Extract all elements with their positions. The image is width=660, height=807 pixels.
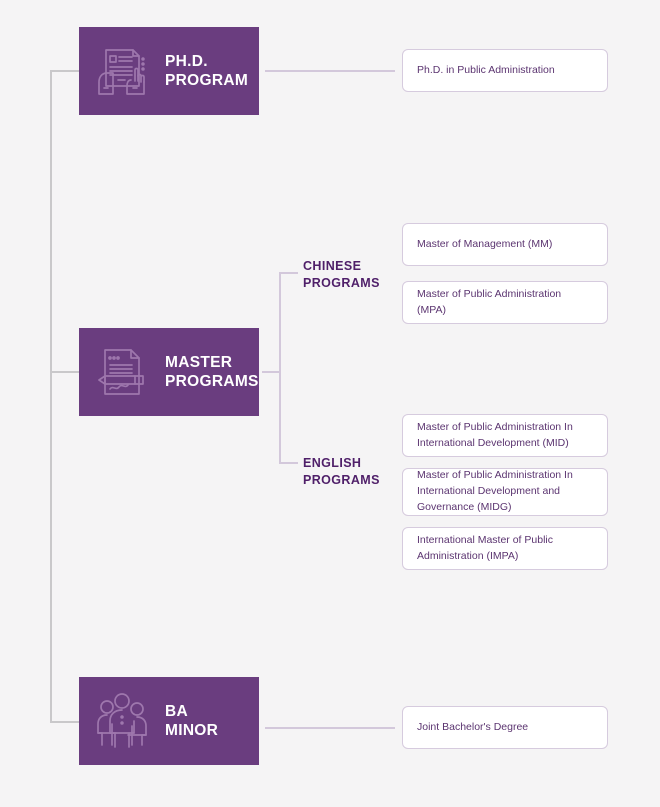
trunk-stub-master: [50, 371, 80, 373]
phd-program-block[interactable]: PH.D. PROGRAM: [79, 27, 259, 115]
program-name: Master of Public Administration (MPA): [417, 287, 562, 316]
trunk-vertical-line: [50, 70, 52, 723]
program-box-mid[interactable]: Master of Public Administration In Inter…: [402, 414, 608, 457]
program-name: Joint Bachelor's Degree: [417, 720, 529, 733]
master-programs-label: MASTER PROGRAMS: [165, 353, 259, 390]
bracket-stub-english: [279, 462, 298, 464]
bracket-vertical-master: [279, 272, 281, 464]
program-box-mpa[interactable]: Master of Public Administration (MPA): [402, 281, 608, 324]
program-box-phd-pa[interactable]: Ph.D. in Public Administration: [402, 49, 608, 92]
branch-label-chinese: CHINESE PROGRAMS: [303, 259, 380, 290]
program-name: International Master of Public Administr…: [417, 533, 553, 562]
trunk-stub-phd: [50, 70, 80, 72]
program-name: Master of Management (MM): [417, 237, 553, 250]
phd-program-label: PH.D. PROGRAM: [165, 52, 249, 89]
ba-minor-label: BA MINOR: [165, 702, 219, 739]
program-box-mm[interactable]: Master of Management (MM): [402, 223, 608, 266]
branch-label-english: ENGLISH PROGRAMS: [303, 456, 380, 487]
connector-master-stub: [262, 371, 280, 373]
connector-ba-to-box: [265, 727, 395, 729]
document-with-pen-icon: [79, 341, 165, 403]
three-people-icon: [79, 690, 165, 752]
trunk-stub-ba: [50, 721, 80, 723]
bracket-stub-chinese: [279, 272, 298, 274]
connector-phd-to-box: [265, 70, 395, 72]
program-name: Master of Public Administration In Inter…: [417, 420, 573, 449]
hands-holding-document-icon: [79, 40, 165, 102]
ba-minor-block[interactable]: BA MINOR: [79, 677, 259, 765]
program-box-midg[interactable]: Master of Public Administration In Inter…: [402, 468, 608, 516]
program-name: Master of Public Administration In Inter…: [417, 469, 573, 513]
program-name: Ph.D. in Public Administration: [417, 63, 555, 76]
master-programs-block[interactable]: MASTER PROGRAMS: [79, 328, 259, 416]
program-box-joint-bachelor[interactable]: Joint Bachelor's Degree: [402, 706, 608, 749]
program-box-impa[interactable]: International Master of Public Administr…: [402, 527, 608, 570]
